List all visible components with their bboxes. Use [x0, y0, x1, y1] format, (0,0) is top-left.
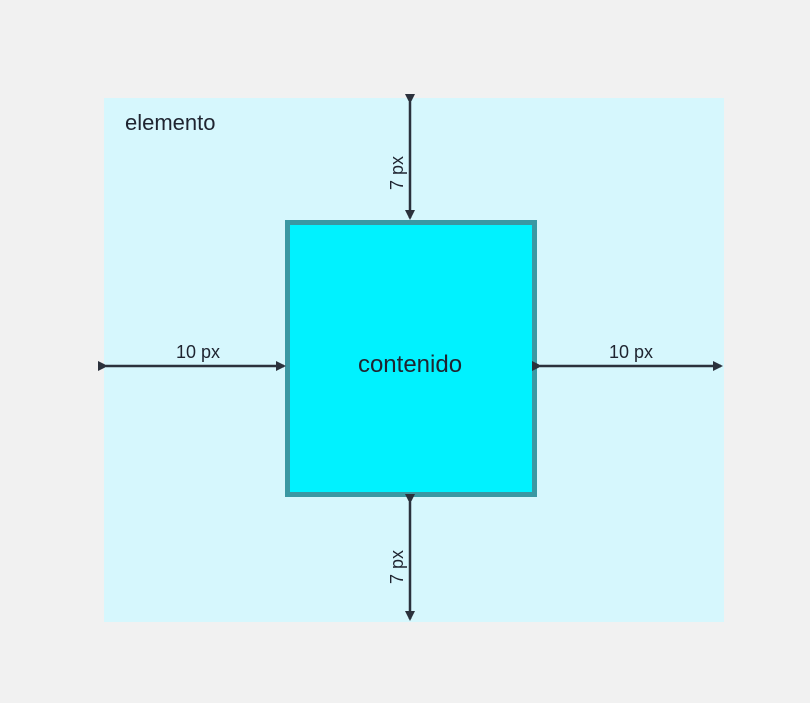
right-margin-label: 10 px — [608, 342, 654, 362]
top-margin-label: 7 px — [387, 155, 407, 191]
left-margin-label: 10 px — [175, 342, 221, 362]
bottom-margin-label: 7 px — [387, 549, 407, 585]
content-label: contenido — [357, 351, 463, 378]
element-label: elemento — [125, 110, 216, 135]
